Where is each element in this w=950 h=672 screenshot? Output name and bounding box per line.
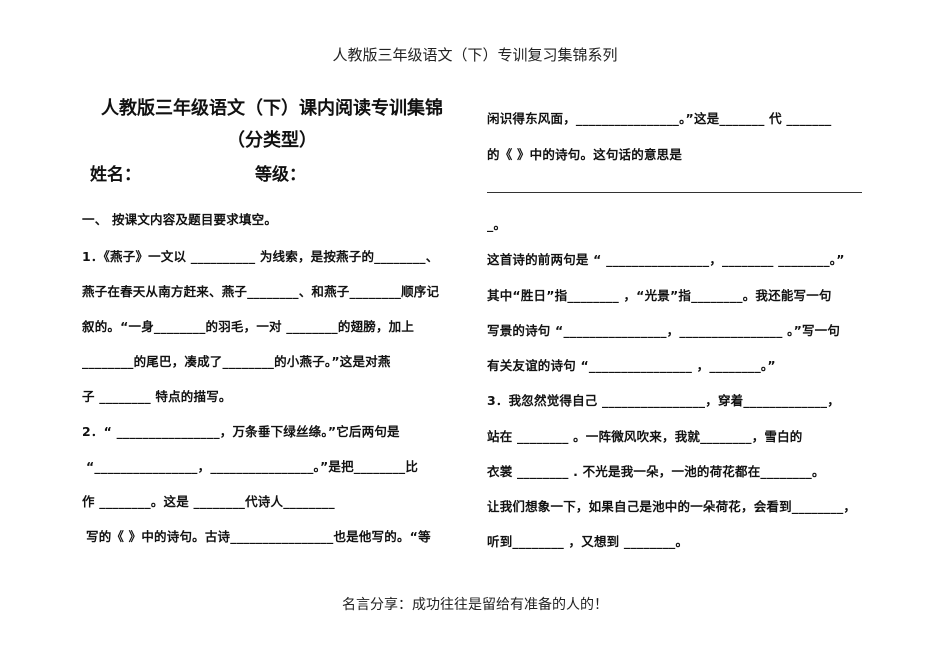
- answer-line: [487, 192, 862, 193]
- question-line: 听到________ ，又想到 ________。: [487, 534, 689, 549]
- question-line: 这首诗的前两句是 “ ________________，________ ___…: [487, 252, 845, 267]
- section-heading: 一、 按课文内容及题目要求填空。: [82, 212, 278, 227]
- name-label: 姓名：: [90, 165, 141, 185]
- question-line: 其中“胜日”指________ ，“光景”指________。我还能写一句: [487, 288, 832, 303]
- question-line: 3．我忽然觉得自己 ________________，穿着___________…: [487, 393, 840, 408]
- question-line: 衣裳 ________ . 不光是我一朵，一池的荷花都在________。: [487, 464, 825, 479]
- question-line: 的《 》中的诗句。这句话的意思是: [487, 147, 683, 162]
- question-line: 叙的。“一身________的羽毛，一对 ________的翅膀，加上: [82, 319, 415, 334]
- question-line: 让我们想象一下，如果自己是池中的一朵荷花，会看到________，: [487, 499, 857, 514]
- question-line: “________________，________________。”是把__…: [86, 459, 419, 474]
- question-line: 闲识得东风面，________________。”这是_______ 代 ___…: [487, 111, 832, 126]
- document-title: 人教版三年级语文（下）课内阅读专训集锦: [101, 98, 443, 119]
- question-line: 作 ________。这是 ________代诗人________: [82, 494, 335, 509]
- question-line: 2．“ ________________，万条垂下绿丝绦。”它后两句是: [82, 424, 400, 439]
- page-footer: 名言分享：成功往往是留给有准备的人的！: [342, 597, 608, 613]
- question-line: 1．《燕子》一文以 __________ 为线索，是按燕子的________、: [82, 249, 439, 264]
- question-line: 站在 ________ 。一阵微风吹来，我就________，雪白的: [487, 429, 803, 444]
- question-line: 写的《 》中的诗句。古诗________________也是他写的。“等: [86, 529, 431, 544]
- document-subtitle: （分类型）: [227, 130, 317, 151]
- question-line: 写景的诗句 “________________，________________…: [487, 323, 841, 338]
- question-line: _。: [487, 217, 507, 232]
- question-line: 燕子在春天从南方赶来、燕子________、和燕子________顺序记: [82, 284, 440, 299]
- grade-label: 等级：: [255, 165, 306, 185]
- question-line: 有关友谊的诗句 “________________ ，________。”: [487, 358, 776, 373]
- question-line: 子 ________ 特点的描写。: [82, 389, 232, 404]
- page-header: 人教版三年级语文（下）专训复习集锦系列: [332, 46, 618, 64]
- question-line: ________的尾巴，凑成了________的小燕子。”这是对燕: [82, 354, 391, 369]
